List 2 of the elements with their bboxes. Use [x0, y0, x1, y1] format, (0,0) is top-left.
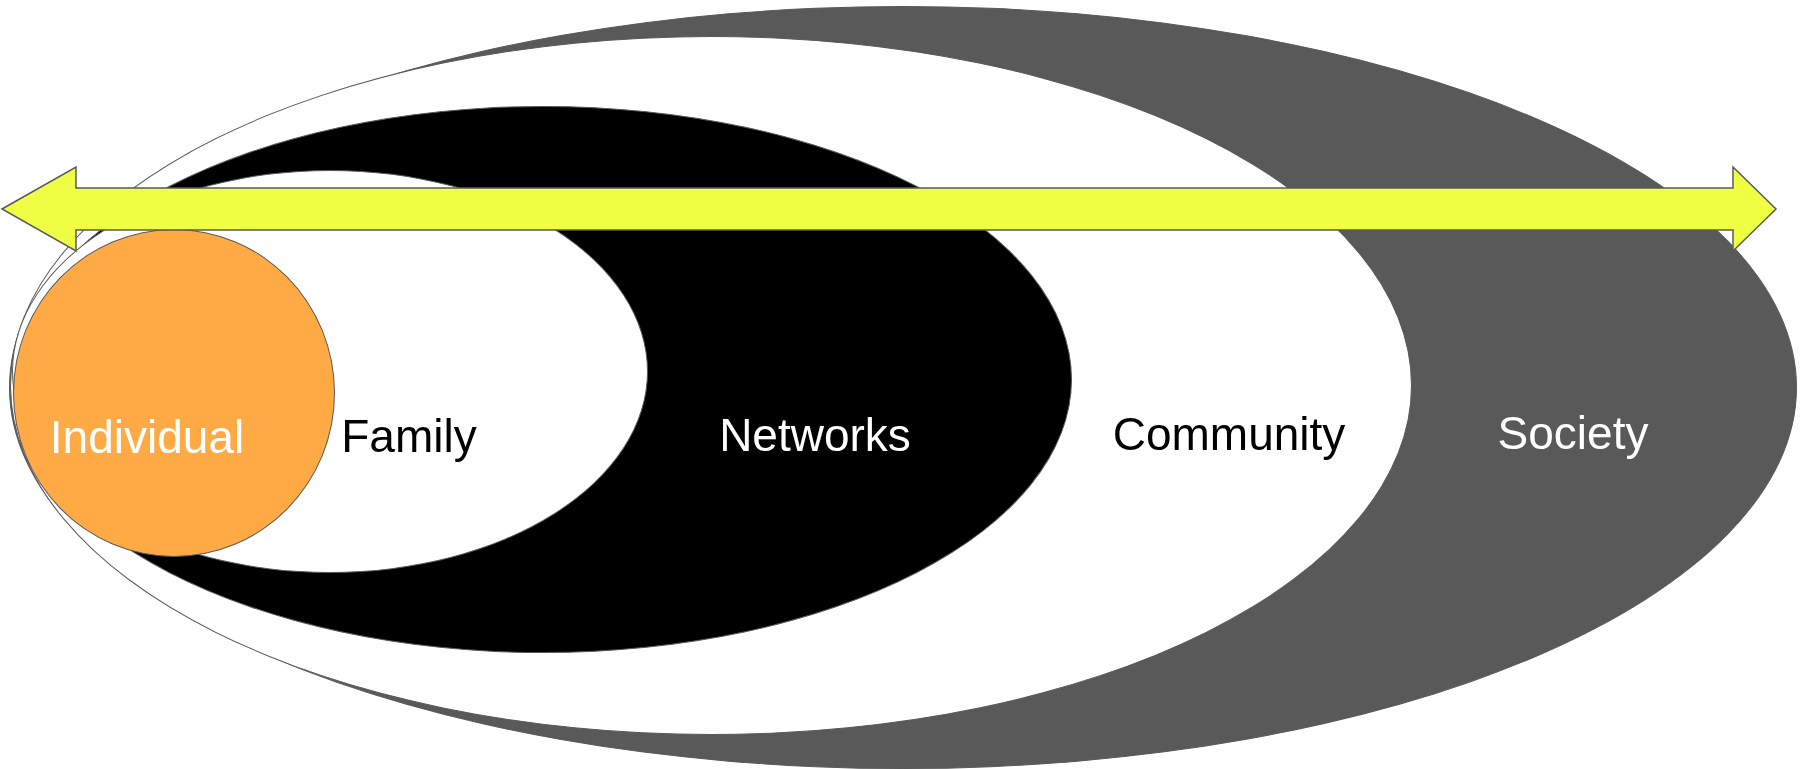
ellipse-label: Networks	[719, 412, 911, 458]
ellipse-label: Individual	[49, 414, 245, 460]
